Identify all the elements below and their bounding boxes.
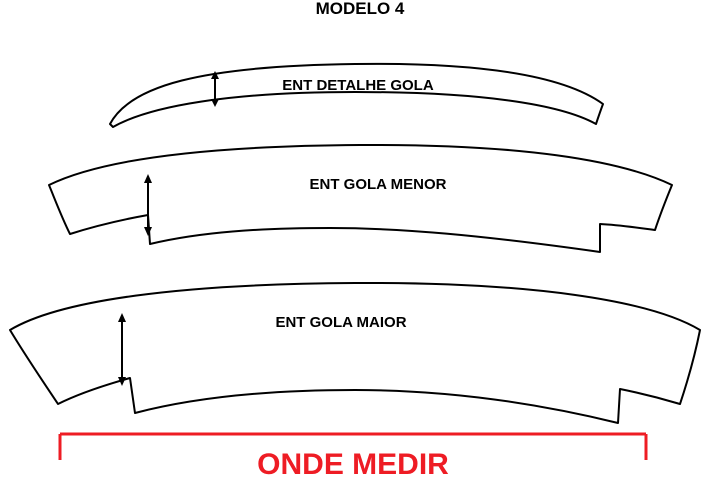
gola-maior-outline: [9, 281, 701, 424]
detalhe-gola-outline: [109, 62, 604, 128]
detalhe-gola-measure-arrow: [211, 71, 219, 107]
gola-menor-measure-arrow: [144, 174, 152, 236]
piece-gola-menor: ENT GOLA MENOR: [48, 143, 673, 253]
piece-detalhe-gola: ENT DETALHE GOLA: [109, 62, 604, 128]
piece-gola-maior: ENT GOLA MAIOR: [9, 281, 701, 424]
gola-menor-label: ENT GOLA MENOR: [310, 176, 447, 193]
measure-bracket: [58, 432, 648, 460]
gola-maior-label: ENT GOLA MAIOR: [275, 314, 406, 331]
page-title: MODELO 4: [316, 0, 405, 18]
onde-medir-label: ONDE MEDIR: [257, 448, 449, 480]
gola-menor-outline: [48, 143, 673, 253]
detalhe-gola-label: ENT DETALHE GOLA: [282, 77, 434, 94]
gola-maior-measure-arrow: [118, 313, 126, 386]
